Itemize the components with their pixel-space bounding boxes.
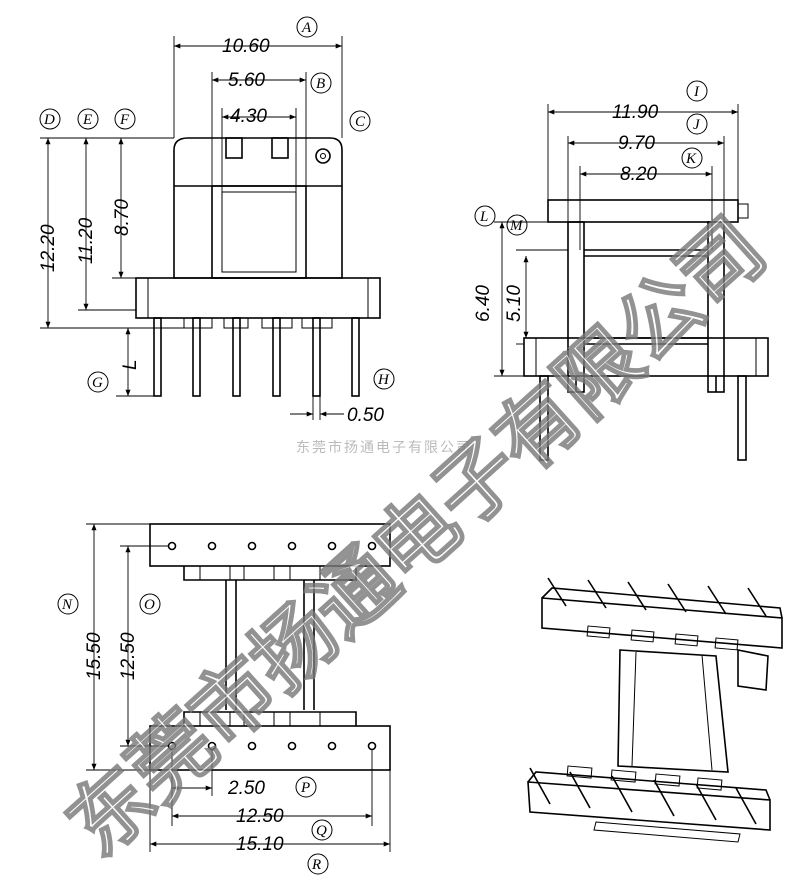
side-view	[523, 199, 769, 461]
svg-text:G: G	[92, 375, 103, 391]
letter-marker-B: B	[310, 72, 332, 94]
dim-value-I: 11.90	[612, 102, 659, 123]
dim-value-O: 12.50	[118, 632, 139, 680]
dim-value-H: 0.50	[347, 405, 384, 426]
letter-marker-J: J	[686, 113, 708, 135]
dim-value-Q: 12.50	[236, 806, 284, 827]
bottom-view	[149, 523, 391, 771]
dim-value-R: 15.10	[236, 834, 284, 855]
letter-marker-G: G	[87, 371, 109, 393]
letter-marker-A: A	[296, 16, 318, 38]
svg-text:I: I	[693, 84, 700, 100]
letter-marker-P: P	[295, 776, 317, 798]
svg-text:B: B	[316, 76, 325, 92]
letter-marker-F: F	[114, 108, 136, 130]
svg-text:J: J	[693, 117, 701, 133]
dim-value-M: 5.10	[504, 285, 525, 322]
dim-value-B: 5.60	[228, 70, 265, 91]
letter-marker-H: H	[373, 368, 395, 390]
front-view-dimensions	[40, 36, 344, 420]
svg-text:F: F	[119, 112, 130, 128]
dim-value-J: 9.70	[618, 133, 655, 154]
dim-value-A: 10.60	[222, 36, 270, 57]
svg-text:Q: Q	[316, 823, 327, 839]
dim-value-L: 6.40	[473, 285, 494, 322]
front-view	[135, 137, 381, 397]
svg-text:C: C	[355, 114, 366, 130]
svg-text:D: D	[43, 112, 55, 128]
watermark-large: 东莞市扬通电子有限公司	[50, 201, 784, 875]
svg-text:P: P	[300, 780, 310, 796]
svg-text:K: K	[685, 151, 697, 167]
reference-letters: A B C D E F G H I J K L M N O P Q R	[39, 16, 708, 875]
letter-marker-E: E	[77, 108, 99, 130]
letter-marker-R: R	[307, 853, 329, 875]
dim-value-N: 15.50	[84, 632, 105, 680]
side-view-dimensions	[494, 104, 739, 377]
svg-text:M: M	[509, 218, 524, 234]
letter-marker-C: C	[349, 110, 371, 132]
dim-value-K: 8.20	[620, 164, 657, 185]
dim-value-G: L	[120, 359, 141, 370]
dim-value-D: 12.20	[38, 224, 59, 272]
letter-marker-N: N	[57, 593, 79, 615]
dim-value-E: 11.20	[76, 217, 97, 264]
dim-value-P: 2.50	[227, 778, 265, 799]
letter-marker-Q: Q	[311, 819, 333, 841]
dimension-values: 10.60 5.60 4.30 12.20 11.20 8.70 L 0.50 …	[38, 36, 659, 855]
svg-text:A: A	[301, 20, 312, 36]
svg-text:N: N	[61, 597, 73, 613]
letter-marker-L: L	[474, 205, 496, 227]
letter-marker-I: I	[686, 80, 708, 102]
svg-text:E: E	[82, 112, 92, 128]
isometric-view	[527, 577, 783, 843]
letter-marker-M: M	[506, 214, 528, 236]
svg-text:O: O	[144, 597, 155, 613]
bottom-view-dimensions	[86, 523, 391, 852]
svg-text:R: R	[311, 857, 321, 873]
letter-marker-D: D	[39, 108, 61, 130]
letter-marker-O: O	[139, 593, 161, 615]
letter-marker-K: K	[681, 147, 703, 169]
dim-value-inner: 4.30	[230, 106, 267, 127]
svg-text:L: L	[479, 209, 488, 225]
watermark-small: 东莞市扬通电子有限公司	[296, 439, 472, 456]
svg-text:H: H	[377, 372, 390, 388]
dim-value-F: 8.70	[112, 199, 133, 236]
